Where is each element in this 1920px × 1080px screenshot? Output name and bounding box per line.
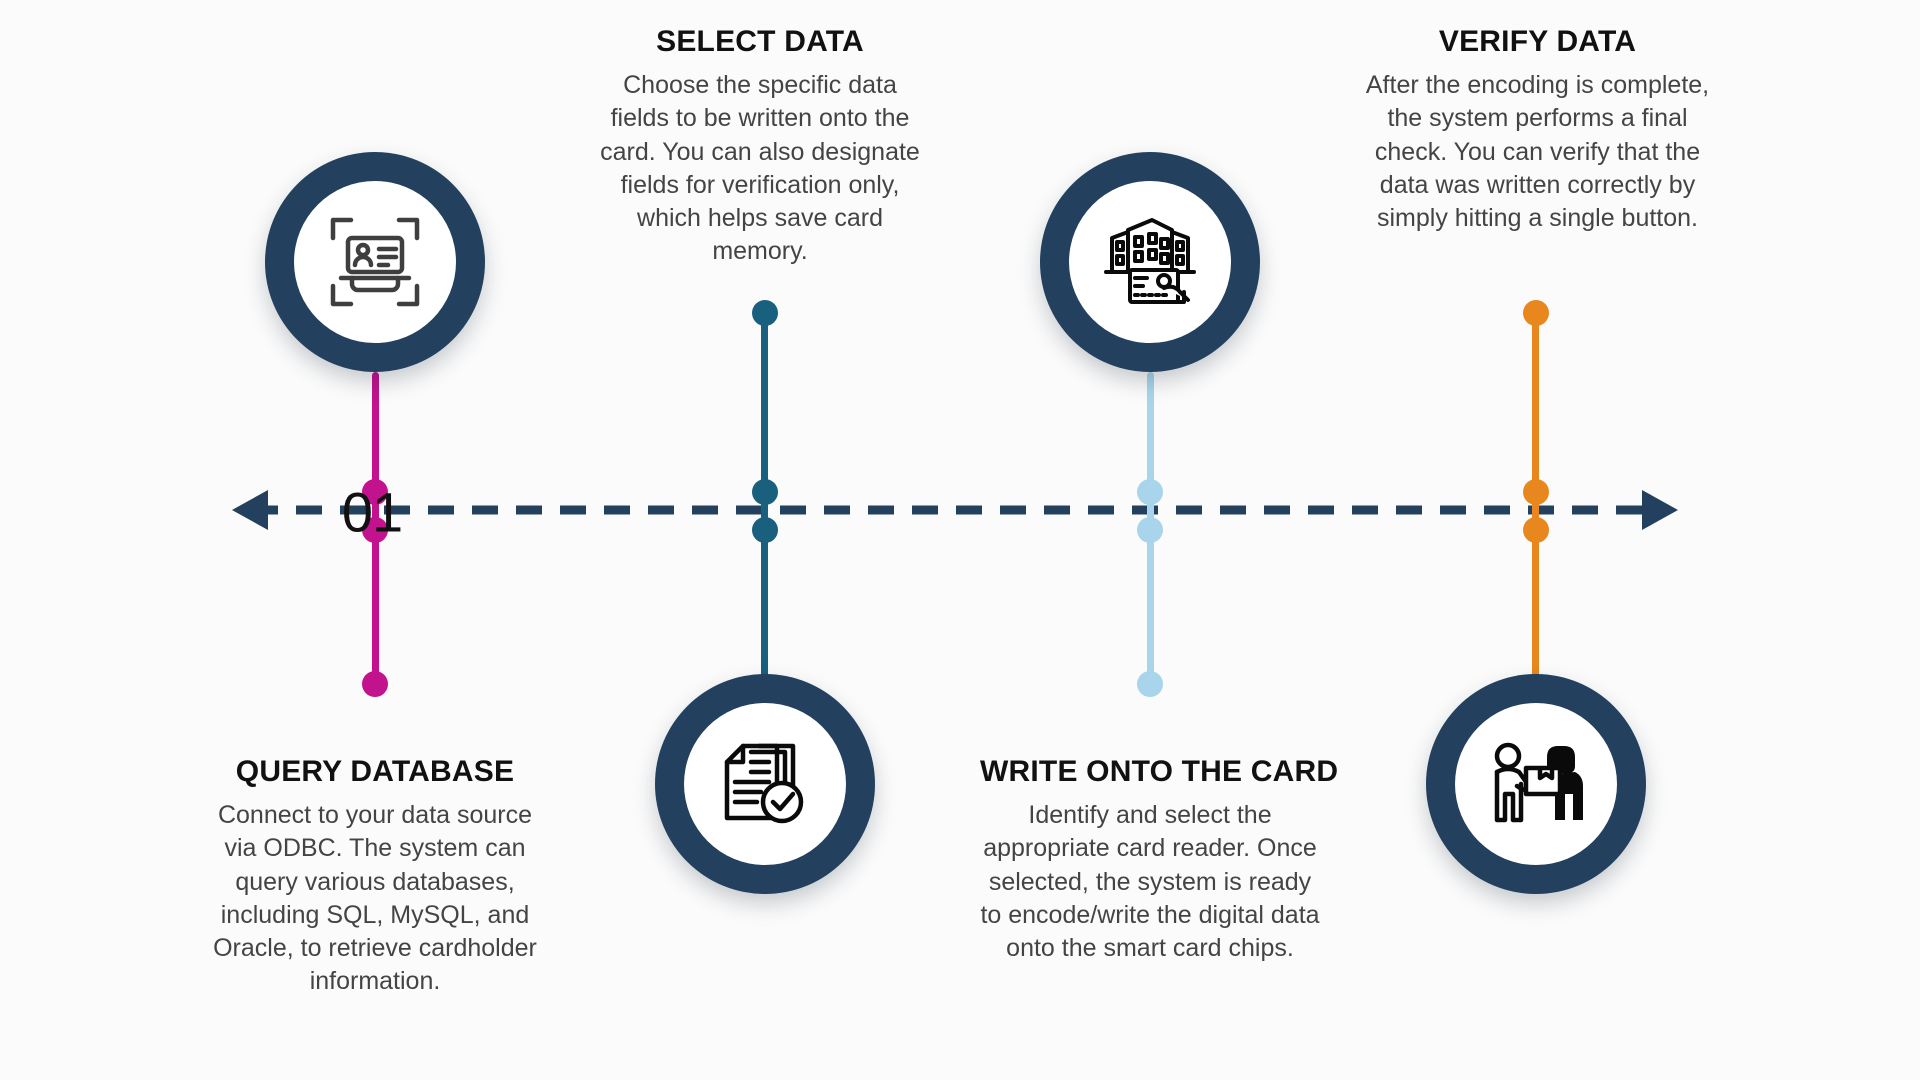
step-body-3: Identify and select the appropriate card… <box>980 801 1320 962</box>
id-card-scan-icon <box>294 181 456 343</box>
connector-dot-4-end <box>1523 300 1549 326</box>
step-title-3: WRITE ONTO THE CARD <box>980 755 1339 788</box>
connector-stem-2 <box>761 313 768 713</box>
connector-dot-3-upper <box>1137 479 1163 505</box>
step-text-block-4: VERIFY DATA After the encoding is comple… <box>1350 25 1725 235</box>
package-handover-icon <box>1455 703 1617 865</box>
step-text-block-2: SELECT DATA Choose the specific data fie… <box>595 25 925 269</box>
step-body-2: Choose the specific data fields to be wr… <box>600 71 920 266</box>
step-icon-circle-1[interactable] <box>265 152 485 372</box>
step-title-2: SELECT DATA <box>656 25 864 58</box>
connector-stem-4 <box>1532 313 1539 713</box>
connector-dot-4-upper <box>1523 479 1549 505</box>
building-card-hand-icon <box>1069 181 1231 343</box>
connector-dot-2-end <box>752 300 778 326</box>
step-icon-circle-3[interactable] <box>1040 152 1260 372</box>
connector-dot-3-lower <box>1137 517 1163 543</box>
step-text-block-1: QUERY DATABASE Connect to your data sour… <box>205 755 545 999</box>
step-body-4: After the encoding is complete, the syst… <box>1365 71 1710 232</box>
step-icon-circle-4[interactable] <box>1426 674 1646 894</box>
connector-dot-1-end <box>362 671 388 697</box>
documents-checkmark-icon <box>684 703 846 865</box>
step-title-1: QUERY DATABASE <box>235 755 515 788</box>
axis-left-arrow-icon <box>232 490 268 530</box>
connector-dot-2-lower <box>752 517 778 543</box>
connector-dot-4-lower <box>1523 517 1549 543</box>
step-title-4: VERIFY DATA <box>1438 25 1637 58</box>
step-icon-circle-2[interactable] <box>655 674 875 894</box>
connector-dot-3-end <box>1137 671 1163 697</box>
step-number-1: 01 <box>341 480 403 544</box>
connector-dot-2-upper <box>752 479 778 505</box>
step-text-block-3: WRITE ONTO THE CARD Identify and select … <box>980 755 1339 965</box>
axis-right-arrow-icon <box>1642 490 1678 530</box>
connector-dot-1-upper <box>362 479 388 505</box>
step-body-1: Connect to your data source via ODBC. Th… <box>213 801 537 996</box>
connector-dot-1-lower <box>362 517 388 543</box>
